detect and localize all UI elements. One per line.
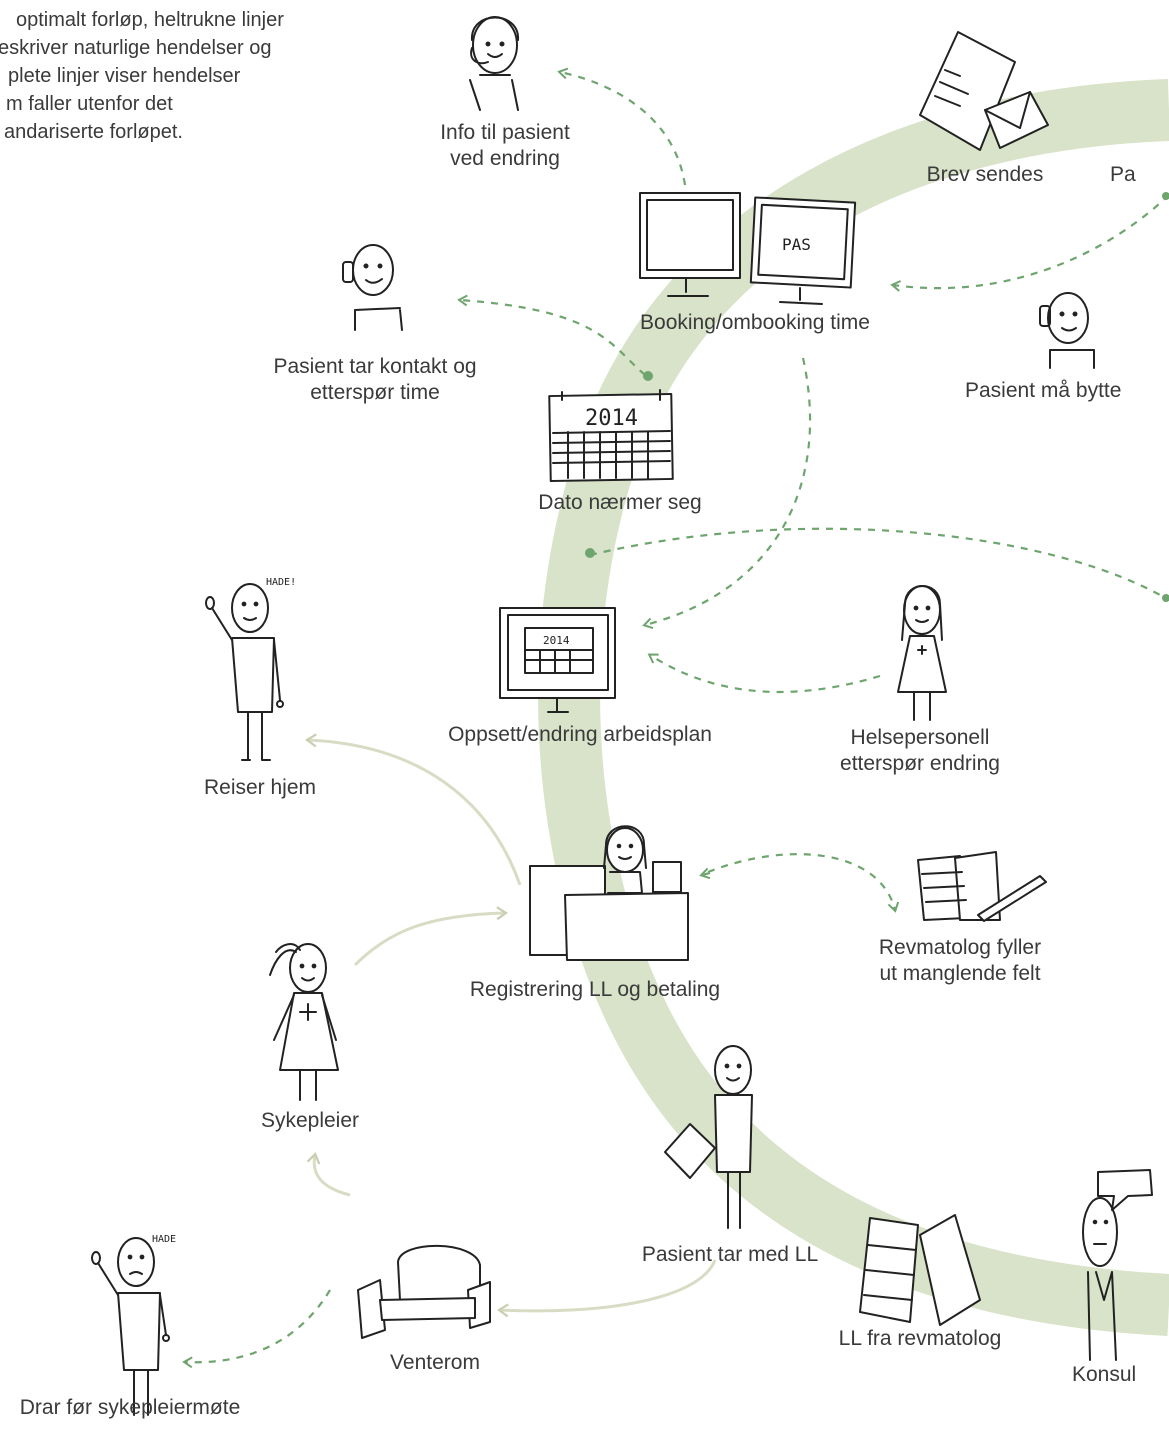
label-revmatolog-fyller: Revmatolog fyller ut manglende felt	[878, 936, 1042, 985]
sofa-icon	[357, 1244, 491, 1339]
speech-bubble-icon	[1097, 1169, 1153, 1211]
pas-monitor-icon	[749, 196, 857, 305]
label-pasient-tar-med: Pasient tar med LL	[641, 1243, 819, 1266]
label-konsul: Konsul	[1072, 1363, 1137, 1386]
intro-line: plete linjer viser hendelser	[8, 65, 241, 87]
dot-booking	[643, 371, 653, 381]
patient-with-form-icon	[664, 1045, 753, 1229]
waving-person-icon	[205, 583, 284, 761]
label-pa: Pa	[1110, 163, 1136, 186]
letters-icon	[919, 31, 1049, 151]
calendar-year-text: 2014	[585, 406, 638, 431]
label-oppsett: Oppsett/endring arbeidsplan	[448, 723, 712, 746]
label-pasient-ma-bytte: Pasient må bytte	[965, 379, 1122, 402]
label-reiser-hjem: Reiser hjem	[203, 776, 317, 799]
calendar-icon	[548, 389, 674, 483]
forms-icon	[859, 1214, 981, 1326]
pas-text: PAS	[782, 235, 811, 254]
label-drar-for: Drar før sykepleiermøte	[19, 1396, 241, 1419]
monitor-icon	[639, 192, 741, 297]
waving-person-icon	[91, 1237, 170, 1416]
dot-right-top	[1162, 192, 1169, 200]
intro-line: optimalt forløp, heltrukne linjer	[16, 9, 284, 31]
phone-person-icon	[1039, 292, 1095, 369]
hade-exclaim-text: HADE!	[266, 577, 296, 588]
intro-text: optimalt forløp, heltrukne linjer eskriv…	[0, 6, 358, 146]
forms-pen-icon	[917, 851, 1047, 922]
workplan-monitor-icon	[499, 607, 616, 713]
label-booking: Booking/ombooking time	[640, 311, 870, 334]
label-dato-naermer-seg: Dato nærmer seg	[538, 491, 702, 514]
nurse-icon	[897, 585, 947, 721]
label-sykepleier: Sykepleier	[260, 1109, 360, 1132]
hade-text: HADE	[152, 1234, 176, 1245]
dashed-connectors	[182, 67, 1169, 1369]
reception-desk-icon	[529, 825, 689, 961]
journey-ring	[538, 79, 1169, 1336]
phone-person-icon	[342, 244, 403, 331]
label-registrering: Registrering LL og betaling	[469, 978, 721, 1001]
doctor-icon	[1082, 1197, 1118, 1361]
label-info-til-pasient: Info til pasient ved endring	[440, 121, 570, 170]
label-helsepersonell: Helsepersonell etterspør endring	[840, 726, 1000, 775]
workplan-year-text: 2014	[543, 634, 570, 647]
label-ll-fra-revmatolog: LL fra revmatolog	[838, 1327, 1002, 1350]
intro-line: andariserte forløpet.	[4, 121, 183, 143]
label-pasient-tar-kontakt: Pasient tar kontakt og etterspør time	[273, 355, 477, 404]
intro-line: m faller utenfor det	[6, 93, 173, 115]
intro-line: eskriver naturlige hendelser og	[0, 37, 272, 59]
solid-connectors	[305, 733, 717, 1318]
label-venterom: Venterom	[390, 1351, 480, 1374]
dot-right-mid	[1162, 594, 1169, 602]
headset-person-icon	[469, 16, 520, 111]
nurse-icon	[269, 943, 339, 1101]
label-brev-sendes: Brev sendes	[926, 163, 1044, 186]
dot-arbeidsplan	[585, 548, 595, 558]
